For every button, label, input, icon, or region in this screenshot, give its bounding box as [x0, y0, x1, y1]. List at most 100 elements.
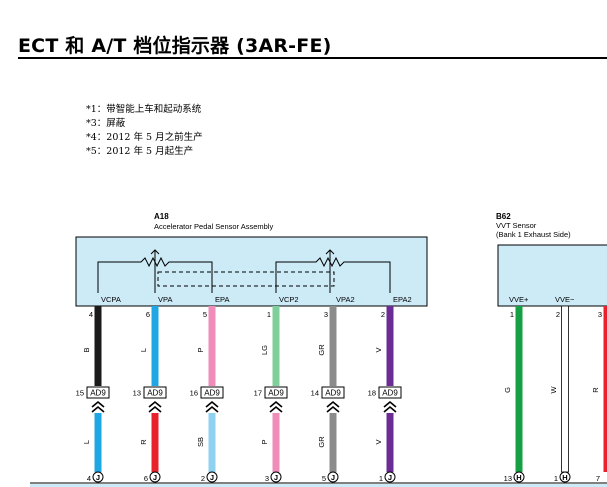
footnote-1: *1：带智能上车和起动系统: [86, 104, 202, 115]
ecm-connector-1-circle: [149, 471, 161, 483]
connector-pin-4: 14: [311, 389, 319, 398]
a18-wire-upper-2: [208, 306, 216, 386]
connector-chevron-b-4: [326, 405, 340, 413]
ecm-pin-number-4: 5: [322, 474, 326, 483]
connector-chevron-a-5: [383, 400, 397, 408]
a18-name: Accelerator Pedal Sensor Assembly: [154, 222, 273, 231]
b62-name-line2: (Bank 1 Exhaust Side): [496, 230, 571, 239]
connector-box-1: [143, 386, 167, 399]
b62-ecm-pin-number-1: 1: [554, 474, 558, 483]
connector-pin-3: 17: [254, 389, 262, 398]
a18-wire-upper-5: [386, 306, 394, 386]
b62-ecm-pin-number-2: 7: [596, 474, 600, 483]
b62-wire-color-0: G: [503, 387, 512, 393]
ecm-connector-3-circle: [270, 471, 282, 483]
a18-wire-color-upper-3: LG: [260, 345, 269, 355]
a18-wire-lower-4: [329, 413, 337, 472]
connector-code-0: AD9: [90, 389, 106, 398]
ecm-pin-number-3: 3: [265, 474, 269, 483]
a18-pin-label-epa2: EPA2: [393, 295, 412, 304]
b62-wire-2: [603, 306, 607, 472]
a18-pin-label-vpa2: VPA2: [336, 295, 355, 304]
ecm-pin-number-0: 4: [87, 474, 91, 483]
b62-code: B62: [496, 212, 511, 221]
b62-wire-color-1: W: [549, 386, 558, 394]
b62-ecm-connector-0-letter: H: [516, 473, 521, 482]
a18-wire-color-upper-5: V: [374, 347, 383, 352]
a18-wire-color-upper-2: P: [196, 347, 205, 352]
connector-chevron-a-3: [269, 400, 283, 408]
title-underline: [18, 57, 607, 59]
ecm-connector-2-circle: [206, 471, 218, 483]
ecm-connector-4-letter: J: [331, 473, 335, 482]
connector-code-3: AD9: [268, 389, 284, 398]
a18-pin-label-vcp2: VCP2: [279, 295, 299, 304]
connector-chevron-a-2: [205, 400, 219, 408]
ecm-connector-0-circle: [92, 471, 104, 483]
b62-pin-number-0: 1: [510, 310, 514, 319]
a18-wire-lower-1: [151, 413, 159, 472]
connector-code-1: AD9: [147, 389, 163, 398]
a18-pin-label-epa: EPA: [215, 295, 229, 304]
ecm-pin-number-1: 6: [144, 474, 148, 483]
b62-ecm-pin-number-0: 13: [504, 474, 512, 483]
a18-pin-number-5: 2: [381, 310, 385, 319]
ecm-pin-number-5: 1: [379, 474, 383, 483]
a18-wire-upper-4: [329, 306, 337, 386]
b62-wire-0: [515, 306, 523, 472]
footnote-3: *3：屏蔽: [86, 118, 126, 129]
a18-pin-number-4: 3: [324, 310, 328, 319]
a18-wire-color-upper-1: L: [139, 348, 148, 352]
a18-wire-upper-0: [94, 306, 102, 386]
ecm-pin-number-2: 2: [201, 474, 205, 483]
connector-code-2: AD9: [204, 389, 220, 398]
connector-box-0: [86, 386, 110, 399]
a18-code: A18: [154, 212, 169, 221]
ecm-connector-3-letter: J: [274, 473, 278, 482]
potentiometer-1-symbol: [97, 249, 213, 293]
ecm-connector-5-letter: J: [388, 473, 392, 482]
ecm-connector-1-letter: J: [153, 473, 157, 482]
a18-wire-color-lower-3: P: [260, 439, 269, 444]
b62-ecm-connector-1-circle: [559, 471, 571, 483]
connector-chevron-b-3: [269, 405, 283, 413]
ecm-box-edge: [30, 484, 607, 487]
connector-code-4: AD9: [325, 389, 341, 398]
b62-wire-color-2: R: [591, 387, 600, 393]
a18-pin-number-1: 6: [146, 310, 150, 319]
connector-chevron-b-5: [383, 405, 397, 413]
a18-wire-color-lower-5: V: [374, 439, 383, 444]
a18-wire-color-upper-4: GR: [317, 344, 326, 356]
connector-chevron-b-1: [148, 405, 162, 413]
page-title: ECT 和 A/T 档位指示器 (3AR-FE): [18, 35, 332, 57]
footnote-4: *4：2012 年 5 月之前生产: [86, 132, 203, 143]
b62-pin-label-0: VVE+: [509, 295, 529, 304]
connector-pin-0: 15: [76, 389, 84, 398]
a18-wire-lower-2: [208, 413, 216, 472]
a18-wire-color-lower-4: GR: [317, 436, 326, 448]
ecm-connector-2-letter: J: [210, 473, 214, 482]
a18-wire-lower-3: [272, 413, 280, 472]
ecm-connector-0-letter: J: [96, 473, 100, 482]
b62-wire-1: [561, 305, 569, 473]
connector-pin-1: 13: [133, 389, 141, 398]
connector-code-5: AD9: [382, 389, 398, 398]
footnotes: *1：带智能上车和起动系统 *3：屏蔽 *4：2012 年 5 月之前生产 *5…: [86, 103, 203, 159]
a18-pin-label-vcpa: VCPA: [101, 295, 121, 304]
connector-chevron-a-0: [91, 400, 105, 408]
footnote-5: *5：2012 年 5 月起生产: [86, 146, 194, 157]
ecm-connector-5-circle: [384, 471, 396, 483]
connector-chevron-b-2: [205, 405, 219, 413]
connector-pin-2: 16: [190, 389, 198, 398]
b62-ecm-connector-1-letter: H: [562, 473, 567, 482]
a18-wire-color-lower-2: SB: [196, 437, 205, 447]
connector-box-2: [200, 386, 224, 399]
a18-pin-number-3: 1: [267, 310, 271, 319]
b62-pin-number-2: 3: [598, 310, 602, 319]
connector-chevron-a-4: [326, 400, 340, 408]
connector-box-3: [264, 386, 288, 399]
b62-component-box: [497, 244, 607, 307]
a18-wire-color-lower-1: R: [139, 439, 148, 445]
a18-pin-number-0: 4: [89, 310, 93, 319]
